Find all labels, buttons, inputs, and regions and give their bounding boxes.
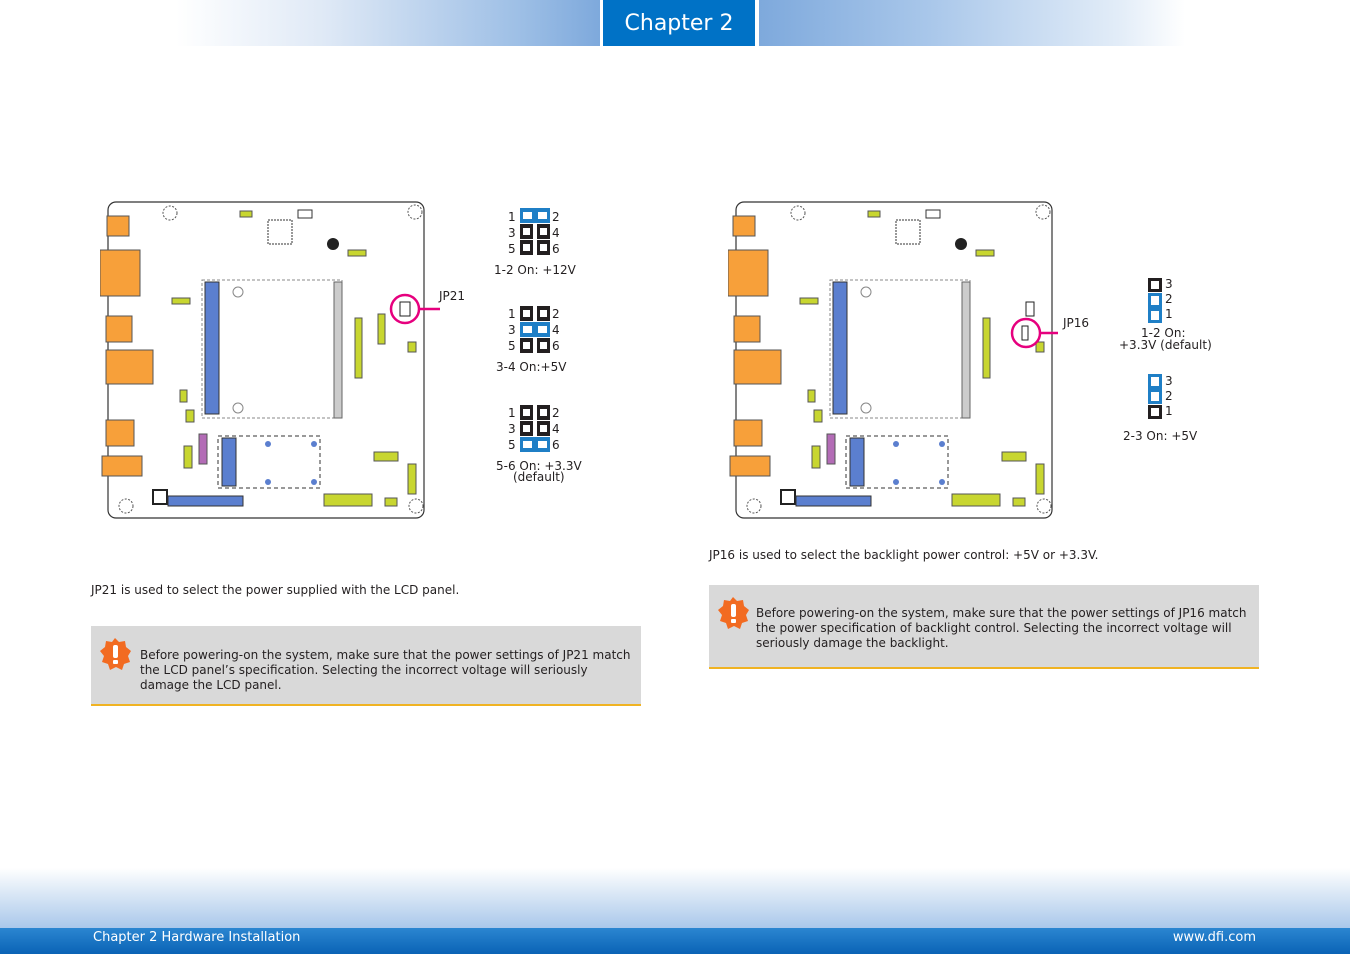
jp21-setting-3-note: (default) bbox=[513, 470, 565, 484]
jp21-setting-1-label: 1-2 On: +12V bbox=[494, 263, 576, 277]
jp16-setting-1-note: +3.3V (default) bbox=[1119, 338, 1212, 352]
header-band bbox=[759, 0, 1185, 46]
jp16-setting-2-label: 2-3 On: +5V bbox=[1123, 429, 1198, 443]
jp21-setting-2-label: 3-4 On:+5V bbox=[496, 360, 567, 374]
jp16-description: JP16 is used to select the backlight pow… bbox=[709, 548, 1099, 562]
caution-box-jp16: Before powering-on the system, make sure… bbox=[709, 585, 1259, 669]
jp21-label: JP21 bbox=[439, 289, 466, 303]
jp21-setting-3 bbox=[520, 405, 550, 452]
jp16-setting-1 bbox=[1148, 278, 1162, 323]
caution-icon bbox=[100, 638, 131, 670]
jp21-description: JP21 is used to select the power supplie… bbox=[91, 583, 460, 597]
footer-band bbox=[0, 868, 1350, 930]
footer-bar bbox=[0, 928, 1350, 954]
jp21-setting-3-label: 5-6 On: +3.3V bbox=[496, 459, 582, 473]
board-diagram-jp21 bbox=[100, 201, 440, 519]
header-band bbox=[176, 0, 600, 46]
caution-icon bbox=[718, 597, 749, 629]
caution-box-jp21: Before powering-on the system, make sure… bbox=[91, 626, 641, 706]
chapter-tab: Chapter 2 bbox=[603, 0, 755, 46]
jp16-setting-2 bbox=[1148, 374, 1162, 419]
jp21-setting-1 bbox=[520, 208, 550, 255]
caution-text: Before powering-on the system, make sure… bbox=[756, 606, 1247, 650]
board-diagram-jp16 bbox=[728, 201, 1058, 519]
caution-text: Before powering-on the system, make sure… bbox=[140, 648, 631, 692]
jp16-label: JP16 bbox=[1063, 316, 1090, 330]
jp16-setting-1-label: 1-2 On: bbox=[1141, 326, 1186, 340]
footer-chapter-title: Chapter 2 Hardware Installation bbox=[93, 930, 301, 945]
footer-website[interactable]: www.dfi.com bbox=[1172, 930, 1256, 945]
jp21-setting-2 bbox=[520, 306, 550, 353]
